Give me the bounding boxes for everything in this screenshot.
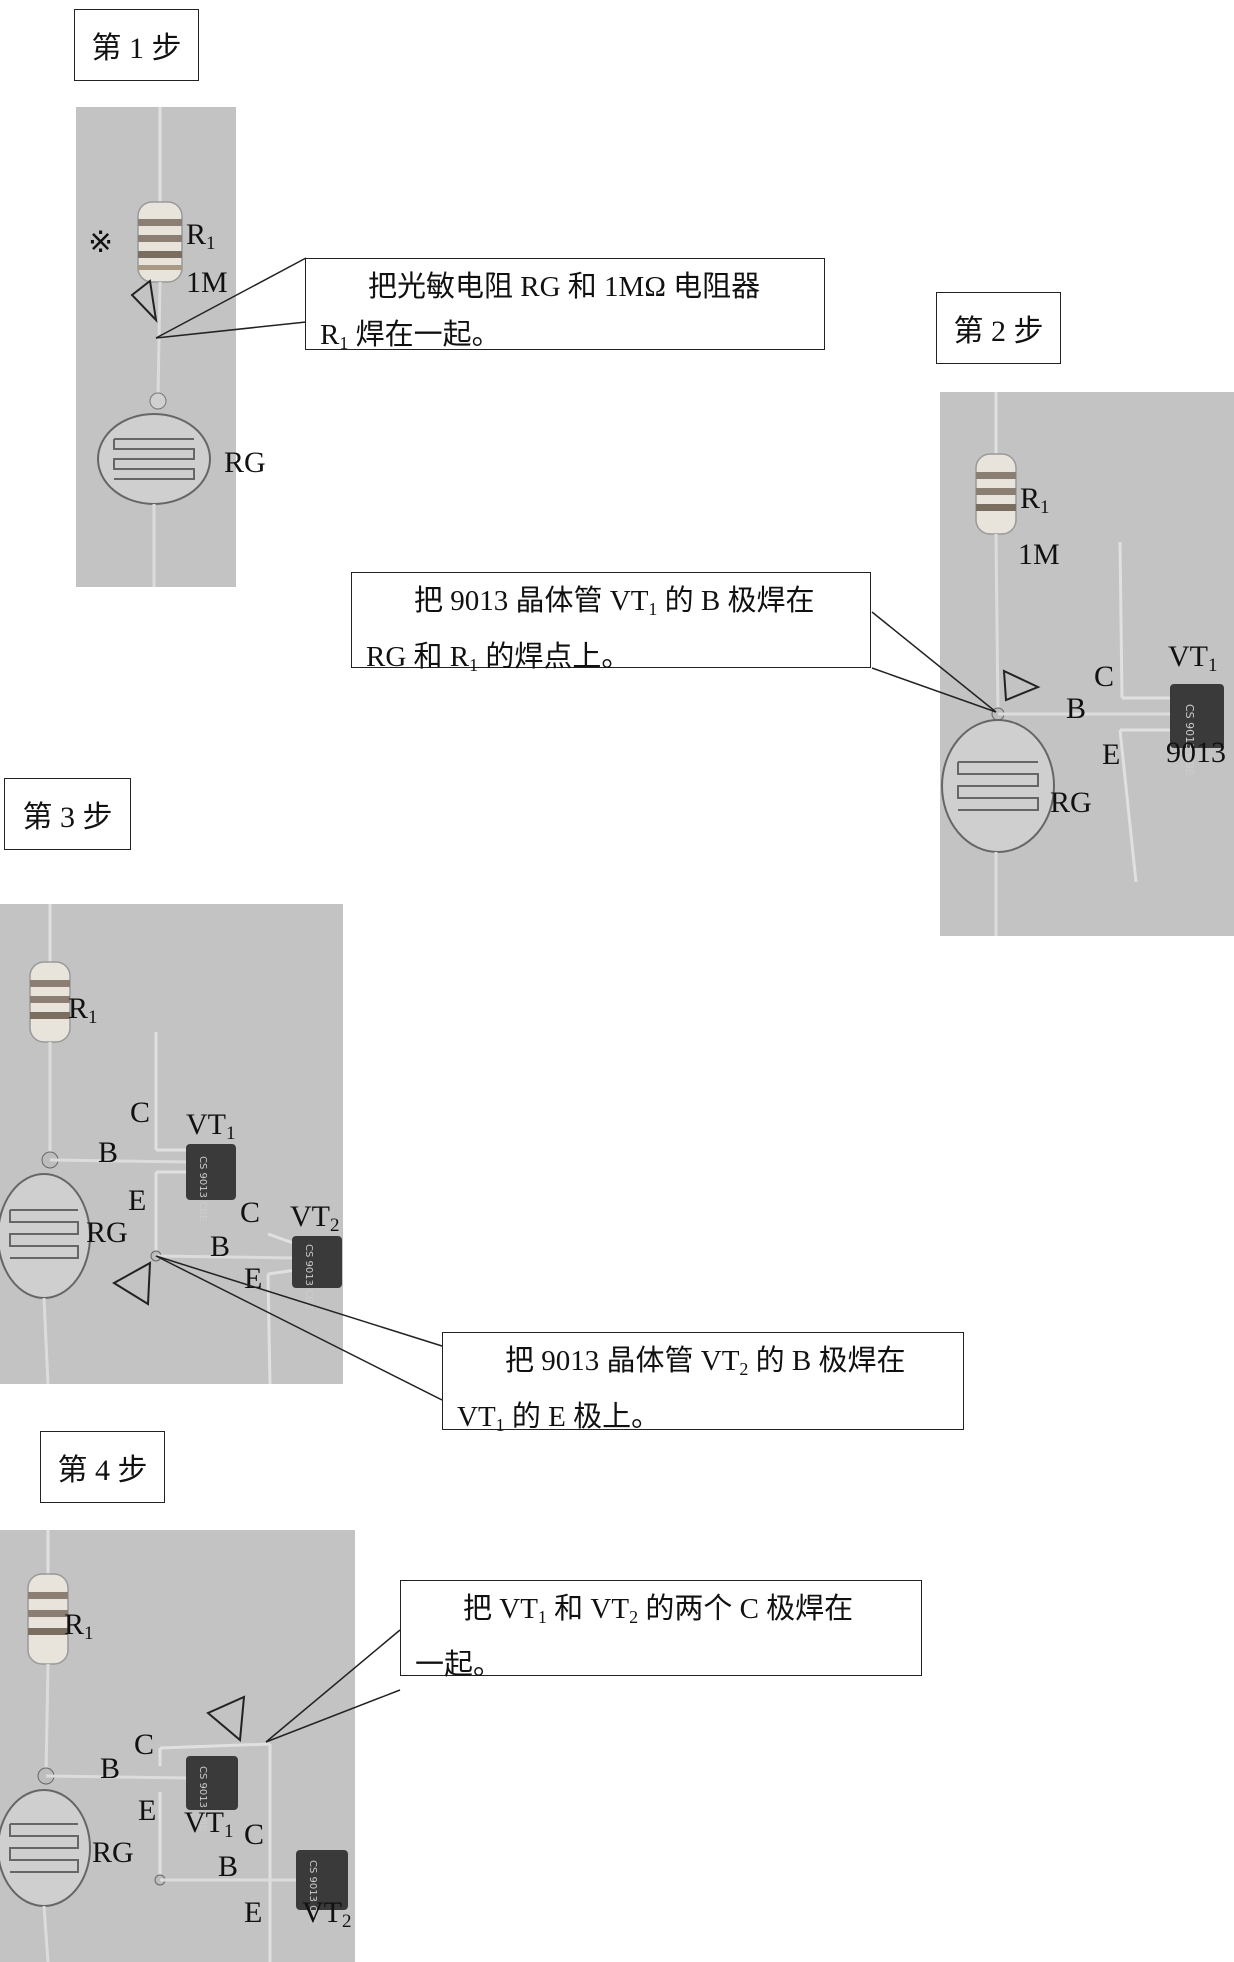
rg-label-step1: RG: [224, 446, 266, 479]
vt2-label-step4: VT2: [302, 1896, 352, 1932]
step-4-label: 第 4 步: [40, 1431, 165, 1503]
c-label-step4-a: C: [134, 1728, 155, 1761]
b-label-step2: B: [1066, 692, 1087, 725]
step-2-label: 第 2 步: [936, 292, 1061, 364]
e-label-step4-b: E: [244, 1896, 263, 1929]
c-label-step3-a: C: [130, 1096, 151, 1129]
step-1-label: 第 1 步: [74, 9, 199, 81]
callout-step-2-line-2: RG 和 R1 的焊点上。: [366, 641, 631, 675]
photo-step-2-art: CS 9013 CBE: [941, 392, 1224, 936]
9013-label-step2: 9013: [1166, 736, 1226, 769]
photo-step-1: [76, 107, 236, 587]
callout-step-1: 把光敏电阻 RG 和 1MΩ 电阻器 R1 焊在一起。: [305, 258, 825, 353]
c-label-step4-b: C: [244, 1818, 265, 1851]
chip-text-step3-a: CS 9013 CBE: [197, 1156, 208, 1221]
callout-step-3-line-2: VT1 的 E 极上。: [457, 1401, 661, 1435]
b-label-step4-a: B: [100, 1752, 121, 1785]
rg-label-step4: RG: [92, 1836, 134, 1869]
chip-text-step4-b: CS 9013 CBE: [307, 1860, 318, 1925]
rg-label-step2: RG: [1050, 786, 1092, 819]
photo-step-4-art: CS 9013 CBE CS 9013 CBE: [0, 1530, 348, 1962]
vt1-label-step2: VT1: [1168, 640, 1218, 676]
c-label-step3-b: C: [240, 1196, 261, 1229]
chip-text-step2: CS 9013 CBE: [1183, 704, 1196, 776]
r1-label-step1: R1: [186, 218, 216, 254]
photo-step-4: CS 9013 CBE CS 9013 CBE: [0, 1530, 355, 1962]
callout-step-1-line-2: R1 焊在一起。: [320, 319, 501, 353]
e-label-step2: E: [1102, 738, 1121, 771]
c-label-step2: C: [1094, 660, 1115, 693]
photo-step-3: CS 9013 CBE CS 9013 CBE: [0, 904, 343, 1384]
callout-step-2: 把 9013 晶体管 VT1 的 B 极焊在 RG 和 R1 的焊点上。: [351, 572, 871, 675]
e-label-step4-a: E: [138, 1794, 157, 1827]
callout-step-3: 把 9013 晶体管 VT2 的 B 极焊在 VT1 的 E 极上。: [442, 1332, 964, 1435]
photo-step-3-art: CS 9013 CBE CS 9013 CBE: [0, 904, 342, 1384]
r1-label-step2: R1: [1020, 482, 1050, 518]
1m-label-step2: 1M: [1018, 538, 1060, 571]
e-label-step3-b: E: [244, 1262, 263, 1295]
step-3-label: 第 3 步: [4, 778, 131, 850]
callout-step-3-line-1: 把 9013 晶体管 VT2 的 B 极焊在: [505, 1345, 906, 1379]
callout-step-4: 把 VT1 和 VT2 的两个 C 极焊在 一起。: [400, 1580, 922, 1681]
r1-label-step4: R1: [64, 1608, 94, 1644]
e-label-step3-a: E: [128, 1184, 147, 1217]
rg-label-step3: RG: [86, 1216, 128, 1249]
b-label-step3-a: B: [98, 1136, 119, 1169]
chip-text-step3-b: CS 9013 CBE: [303, 1244, 314, 1309]
b-label-step4-b: B: [218, 1850, 239, 1883]
vt1-label-step3: VT1: [186, 1108, 236, 1144]
vt1-label-step4: VT1: [184, 1806, 234, 1842]
b-label-step3-b: B: [210, 1230, 231, 1263]
1m-label-step1: 1M: [186, 266, 228, 299]
vt2-label-step3: VT2: [290, 1200, 340, 1236]
chip-text-step4-a: CS 9013 CBE: [197, 1766, 208, 1831]
r1-label-step3: R1: [68, 992, 98, 1028]
callout-step-4-line-2: 一起。: [415, 1649, 503, 1681]
photo-step-1-art: [97, 107, 211, 587]
callout-step-4-line-1: 把 VT1 和 VT2 的两个 C 极焊在: [463, 1593, 854, 1627]
callout-step-2-line-1: 把 9013 晶体管 VT1 的 B 极焊在: [414, 585, 815, 619]
mark-symbol: ※: [88, 226, 114, 259]
callout-step-1-line-1: 把光敏电阻 RG 和 1MΩ 电阻器: [368, 271, 761, 303]
